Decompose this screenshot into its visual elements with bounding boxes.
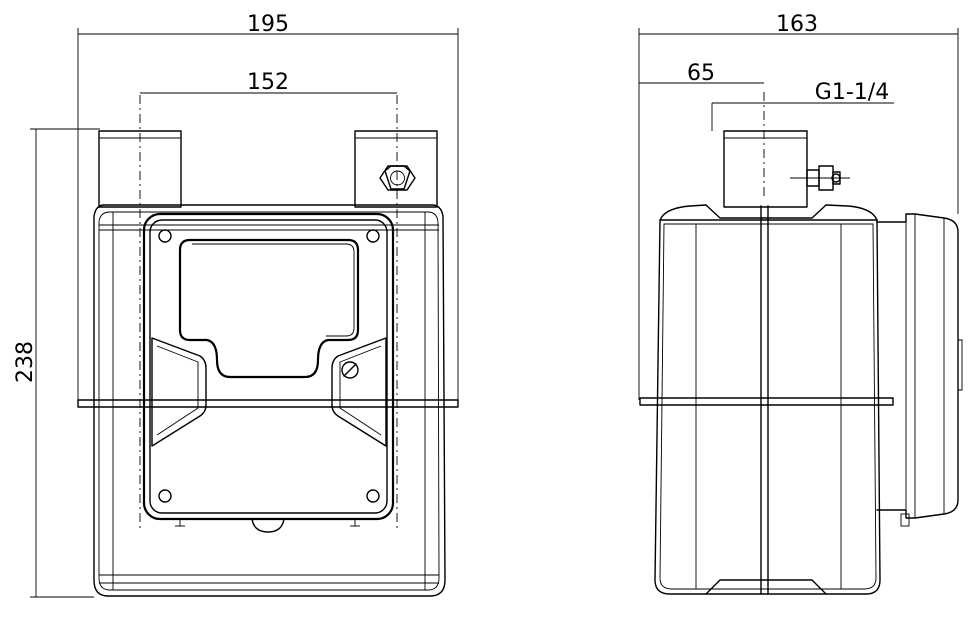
front-cover-outer (142, 212, 395, 521)
dim-side-depth: 163 (776, 12, 818, 37)
dim-inlet-spacing: 152 (247, 70, 289, 95)
front-strap-band (77, 399, 459, 408)
screw-icon (158, 489, 172, 503)
hex-nut-icon (379, 165, 416, 191)
right-wing-panel (331, 337, 387, 447)
screw-icon (366, 489, 380, 503)
display-window (178, 238, 360, 379)
side-view (639, 92, 963, 595)
front-view (77, 95, 459, 597)
bottom-notch (251, 518, 285, 533)
dim-side-offset: 65 (687, 61, 715, 86)
screw-icon (158, 229, 172, 243)
front-body (93, 204, 446, 597)
dimension-lines (30, 28, 959, 598)
valve-fitting-icon (790, 165, 850, 191)
side-cover-profile (876, 213, 959, 519)
side-body (654, 219, 881, 595)
dimension-labels: 195 152 238 163 65 G1-1/4 (13, 12, 889, 383)
seal-screw-icon (341, 361, 359, 379)
dim-height: 238 (13, 341, 38, 383)
side-strap-band (639, 397, 894, 406)
dim-thread: G1-1/4 (815, 80, 889, 105)
screw-icon (366, 229, 380, 243)
front-inlet-connector (98, 130, 182, 208)
side-connector (723, 130, 808, 208)
left-wing-panel (151, 337, 207, 447)
dim-front-width: 195 (247, 12, 289, 37)
front-outlet-connector (354, 130, 438, 208)
